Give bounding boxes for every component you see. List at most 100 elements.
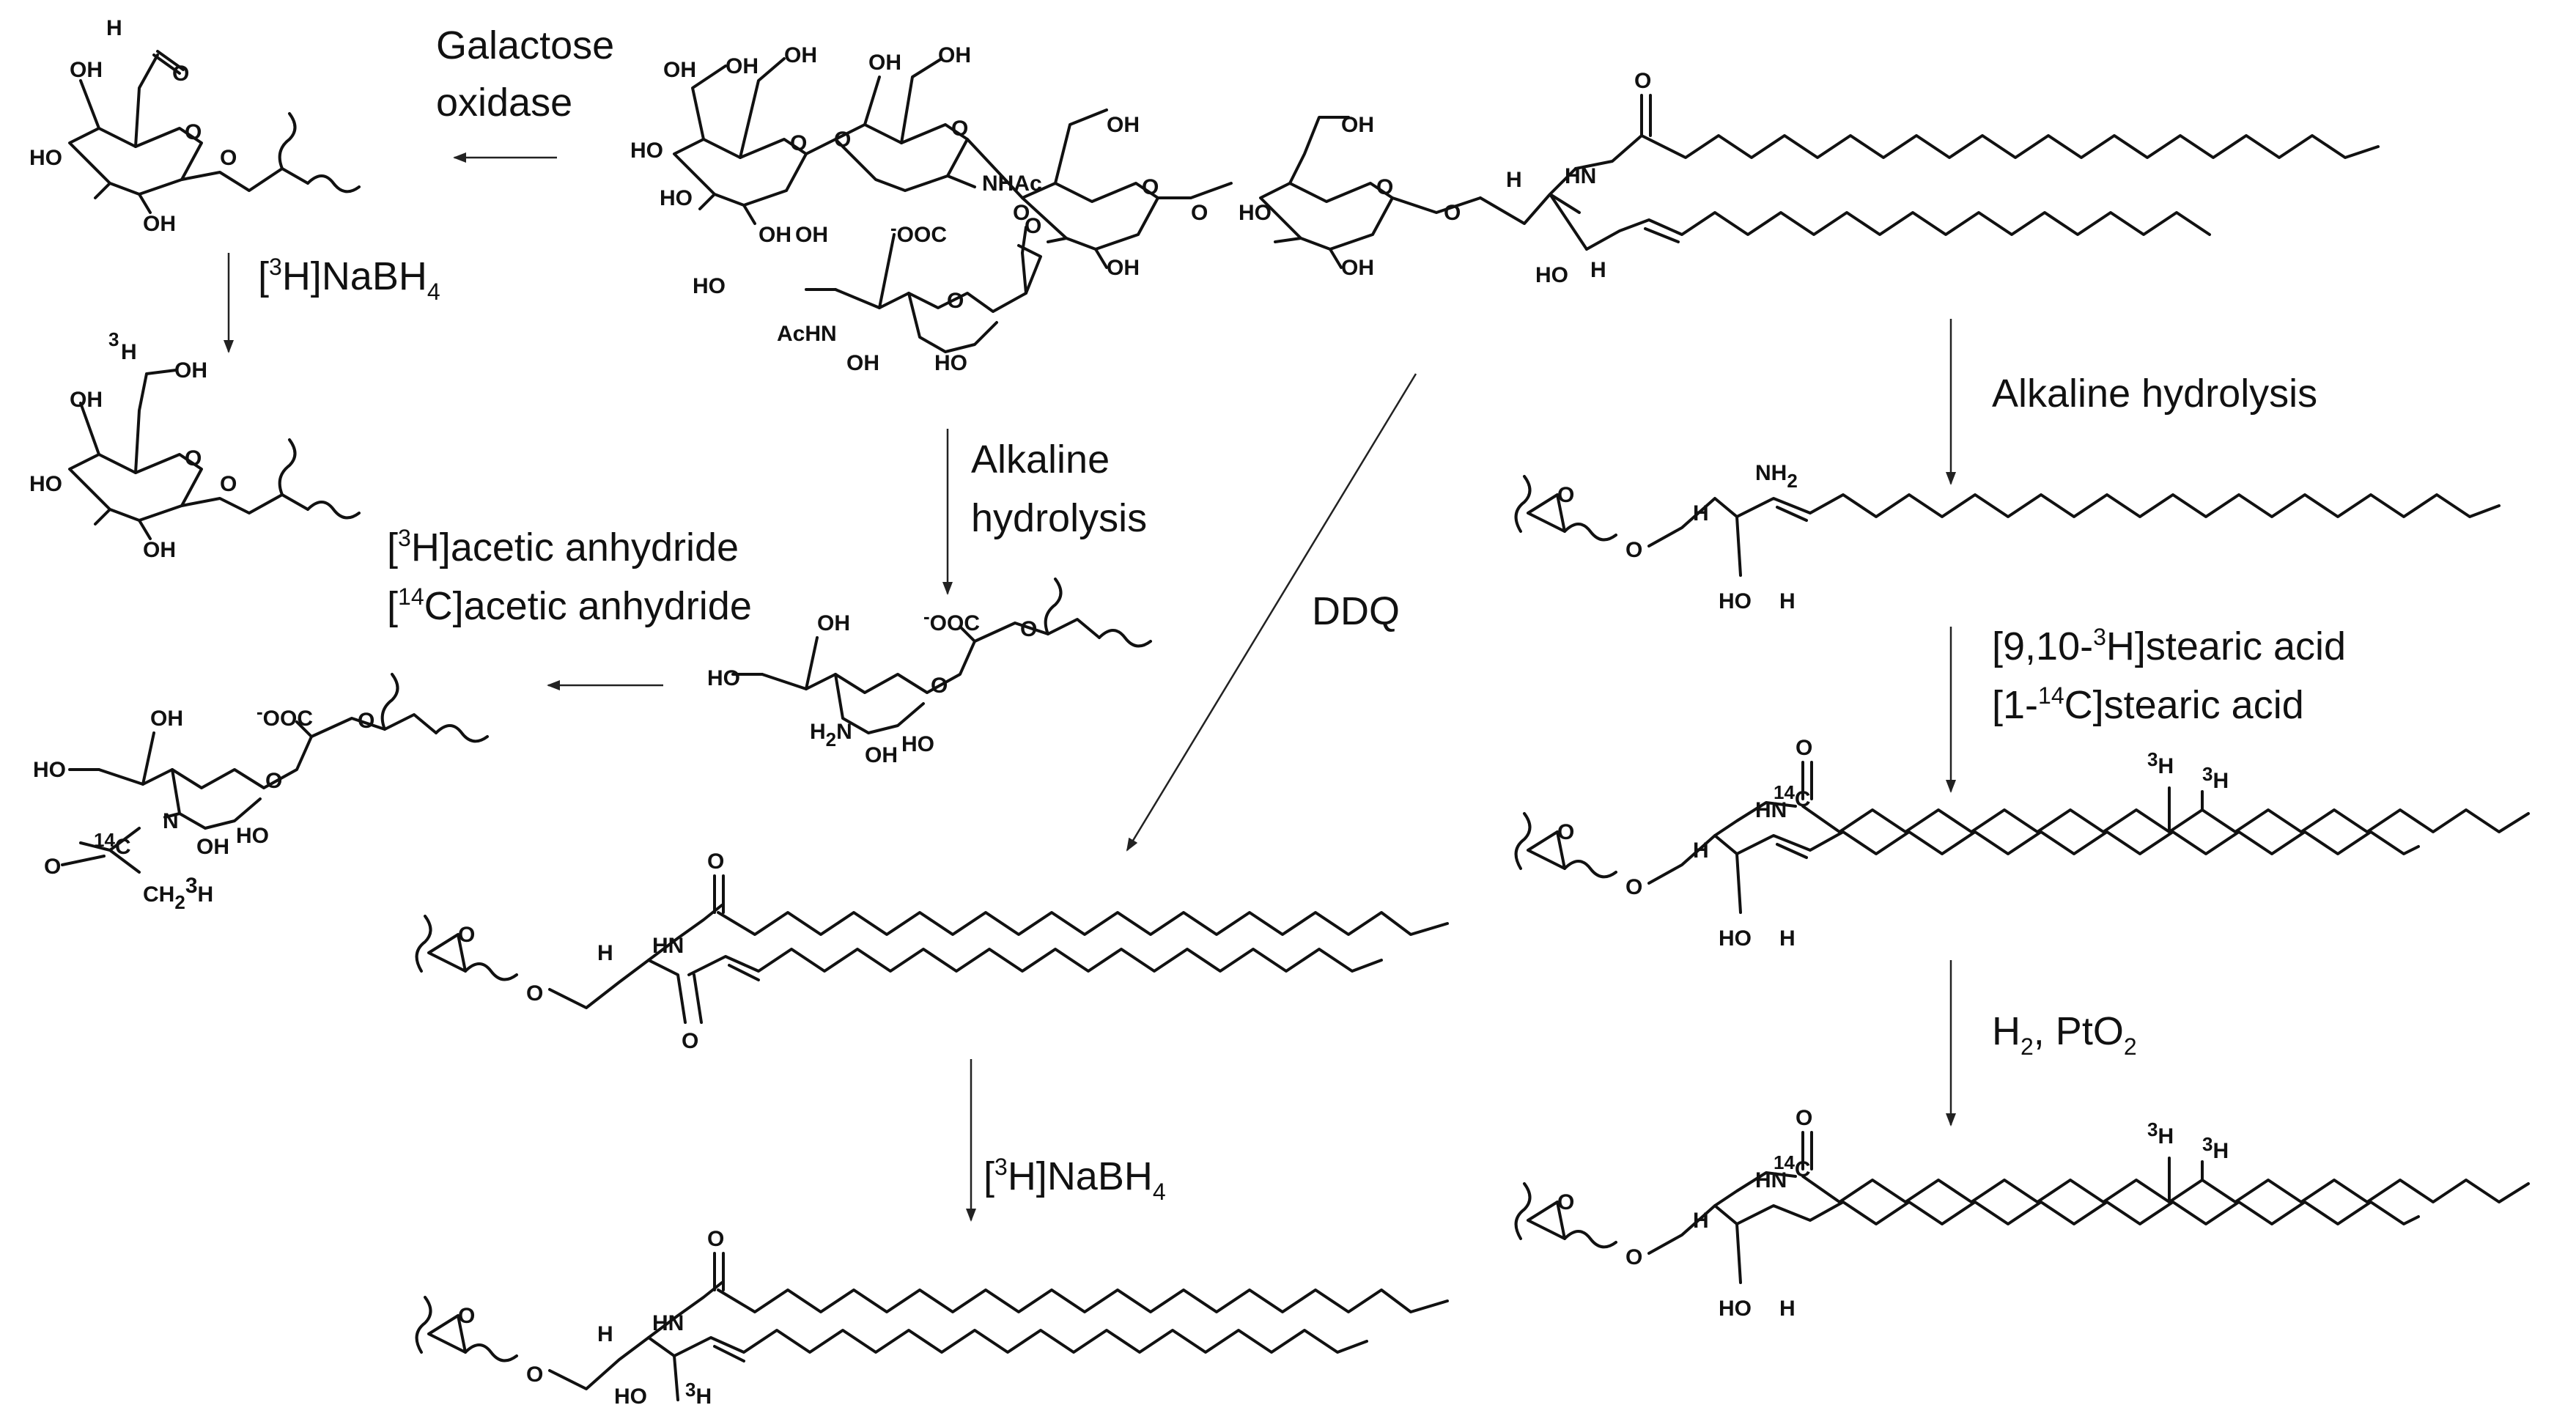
structure-dihydro-labeled-ganglioside: O H HN O 14C 3H 3H HO H O — [1514, 1106, 2530, 1321]
svg-text:O: O — [1142, 175, 1159, 199]
reagent-galactose-oxidase: Galactose oxidase — [436, 23, 614, 125]
reagent-nabh4-bottom: [3H]NaBH4 — [983, 1154, 1166, 1205]
svg-text:14C: 14C — [1774, 781, 1811, 811]
reagent-ddq: DDQ — [1312, 589, 1400, 633]
structure-keto-ceramide: O H HN O O O — [415, 849, 1449, 1053]
svg-text:O: O — [458, 1304, 475, 1328]
label-14c-acetic-anhydride: [14C]acetic anhydride — [387, 583, 752, 628]
label-oxidase: oxidase — [436, 81, 572, 125]
svg-text:OH: OH — [143, 212, 176, 236]
svg-text:OH: OH — [196, 835, 229, 859]
structure-lyso-ganglioside: O H NH2 HO H O — [1514, 461, 2501, 613]
svg-text:O: O — [185, 446, 202, 471]
label-hydrolysis: hydrolysis — [971, 496, 1147, 540]
svg-text:OH: OH — [868, 51, 901, 75]
reagent-alkaline-hydrolysis-center: Alkaline hydrolysis — [971, 438, 1147, 540]
svg-text:H: H — [121, 340, 137, 364]
svg-text:OH: OH — [759, 223, 791, 247]
svg-text:-OOC: -OOC — [890, 217, 947, 247]
svg-text:AcHN: AcHN — [777, 322, 837, 346]
svg-text:H: H — [1506, 168, 1522, 192]
structure-labeled-acetyl-sialic-acid: OH HO N OH HO O -OOC O O 14C CH23H — [33, 673, 489, 913]
svg-text:O: O — [1634, 69, 1651, 93]
reagent-nabh4-top: [3H]NaBH4 — [258, 254, 440, 305]
svg-text:O: O — [790, 131, 807, 155]
structure-tritiated-ceramide: O H HN O HO 3H O — [415, 1227, 1449, 1409]
svg-text:HO: HO — [1719, 589, 1752, 613]
svg-text:HO: HO — [901, 732, 934, 756]
svg-text:NHAc: NHAc — [982, 172, 1042, 196]
svg-text:3H: 3H — [2147, 1118, 2174, 1148]
svg-text:HO: HO — [707, 666, 740, 690]
svg-text:H: H — [597, 941, 613, 965]
svg-text:HO: HO — [1535, 263, 1568, 287]
svg-text:3H: 3H — [685, 1379, 712, 1409]
svg-text:-OOC: -OOC — [257, 701, 313, 731]
structure-stearoyl-labeled-ganglioside: O H HN O 14C 3H 3H HO H O — [1514, 736, 2530, 951]
svg-text:H: H — [1779, 1297, 1796, 1321]
svg-text:NH2: NH2 — [1755, 461, 1798, 492]
svg-text:O: O — [1796, 736, 1812, 760]
svg-text:O: O — [1557, 1190, 1574, 1214]
svg-text:CH23H: CH23H — [143, 874, 213, 913]
reagent-stearic-acid: [9,10-3H]stearic acid [1-14C]stearic aci… — [1992, 624, 2346, 727]
svg-text:H: H — [597, 1322, 613, 1346]
svg-text:OH: OH — [1107, 256, 1140, 280]
svg-text:O: O — [1376, 175, 1393, 199]
reagent-hydrogenation: H2, PtO2 — [1992, 1009, 2137, 1060]
svg-text:O: O — [1625, 875, 1642, 899]
svg-text:O: O — [707, 1227, 724, 1251]
svg-text:H: H — [1590, 258, 1606, 282]
svg-text:OH: OH — [1107, 113, 1140, 137]
svg-text:H: H — [1779, 926, 1796, 951]
structure-galactose-tritiated: 3 H OH OH HO O OH O — [29, 328, 361, 562]
svg-text:OH: OH — [663, 58, 696, 82]
svg-text:HN: HN — [652, 1311, 684, 1335]
label-alkaline: Alkaline — [971, 438, 1110, 482]
reagent-acetic-anhydride: [3H]acetic anhydride [14C]acetic anhydri… — [387, 525, 752, 628]
reagent-alkaline-hydrolysis-right: Alkaline hydrolysis — [1992, 372, 2317, 416]
svg-text:O: O — [947, 289, 964, 313]
svg-text:O: O — [1557, 820, 1574, 844]
svg-text:HO: HO — [660, 186, 693, 210]
svg-text:HO: HO — [934, 351, 967, 375]
svg-text:OH: OH — [150, 707, 183, 731]
svg-text:O: O — [682, 1029, 698, 1053]
svg-text:HO: HO — [1719, 926, 1752, 951]
svg-text:O: O — [265, 769, 282, 793]
svg-text:OH: OH — [174, 358, 207, 383]
svg-text:HO: HO — [630, 139, 663, 163]
svg-text:H: H — [1779, 589, 1796, 613]
svg-text:HN: HN — [1755, 1168, 1787, 1192]
svg-text:14C: 14C — [1774, 1151, 1811, 1181]
svg-text:HO: HO — [33, 758, 66, 782]
svg-text:O: O — [1025, 214, 1041, 238]
svg-text:OH: OH — [1341, 256, 1374, 280]
svg-text:OH: OH — [1341, 113, 1374, 137]
svg-text:3H: 3H — [2202, 763, 2229, 793]
svg-text:OH: OH — [726, 54, 759, 78]
svg-text:H: H — [106, 16, 122, 40]
svg-text:O: O — [1444, 201, 1461, 225]
svg-text:O: O — [526, 1363, 543, 1387]
arrow-ddq — [1126, 373, 1417, 852]
svg-text:H2N: H2N — [810, 720, 852, 751]
svg-text:-OOC: -OOC — [923, 605, 980, 635]
svg-text:14C: 14C — [94, 829, 131, 859]
svg-text:H: H — [1693, 1209, 1709, 1233]
svg-text:O: O — [44, 855, 61, 879]
svg-text:O: O — [1020, 617, 1037, 641]
label-3h-acetic-anhydride: [3H]acetic anhydride — [387, 525, 739, 569]
svg-text:O: O — [220, 472, 237, 496]
svg-text:O: O — [1796, 1106, 1812, 1130]
svg-text:3H: 3H — [2202, 1133, 2229, 1163]
svg-text:HN: HN — [1755, 798, 1787, 822]
svg-text:HO: HO — [1239, 201, 1272, 225]
svg-text:O: O — [1013, 201, 1030, 225]
svg-text:O: O — [1557, 483, 1574, 507]
svg-text:O: O — [707, 849, 724, 874]
svg-text:OH: OH — [70, 58, 103, 82]
svg-text:OH: OH — [938, 43, 971, 67]
label-3h-stearic-acid: [9,10-3H]stearic acid — [1992, 624, 2346, 668]
